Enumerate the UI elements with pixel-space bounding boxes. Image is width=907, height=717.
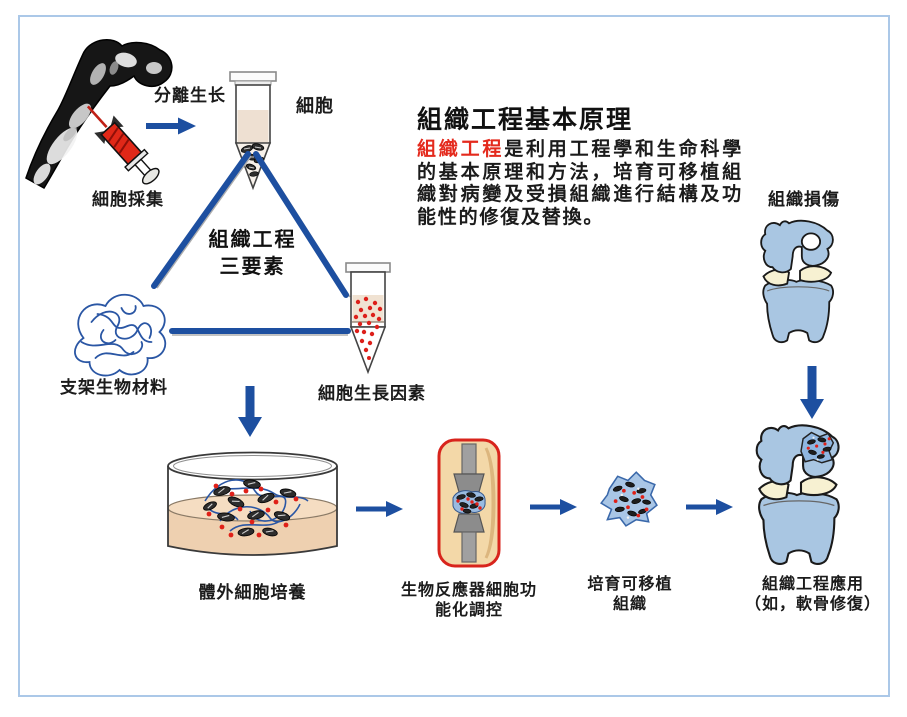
engineered-tissue-icon	[600, 471, 658, 527]
bioreactor-label-line2: 能化調控	[434, 600, 503, 619]
arrow-right-isolation-icon	[146, 117, 196, 135]
scaffold-icon	[74, 293, 167, 377]
triangle-title-line2: 三要素	[219, 254, 286, 278]
scaffold-label: 支架生物材料	[60, 378, 168, 398]
repaired-knee-icon	[755, 424, 840, 565]
engineered-tissue-label-line1: 培育可移植	[587, 574, 673, 593]
arrow-right-2-icon	[530, 499, 577, 515]
bioreactor-icon	[437, 438, 501, 568]
intro-rest: 是利用工程學和生命科學的基本原理和方法，培育可移植組織對病變及受損組織進行結構及…	[417, 138, 743, 228]
triangle-title: 組織工程 三要素	[190, 226, 315, 280]
bone-syringe-icon	[25, 39, 173, 190]
arrow-down-culture-icon	[238, 386, 262, 437]
tissue-damage-label: 組織損傷	[768, 190, 840, 210]
bioreactor-label-line1: 生物反應器細胞功	[400, 580, 537, 599]
application-label-line1: 組織工程應用	[761, 574, 864, 593]
petri-dish-icon	[167, 451, 338, 556]
bioreactor-label: 生物反應器細胞功 能化調控	[396, 580, 542, 620]
implanted-tissue-patch	[800, 431, 835, 464]
triangle-connector	[151, 151, 351, 336]
engineered-tissue-label: 培育可移植 組織	[580, 574, 680, 614]
arrow-down-repair-icon	[800, 366, 824, 419]
page-title: 組織工程基本原理	[417, 105, 634, 134]
application-label: 組織工程應用 （如，軟骨修復）	[738, 574, 888, 614]
growth-factors-label: 細胞生長因素	[318, 384, 426, 404]
culture-label: 體外細胞培養	[198, 583, 307, 603]
intro-highlight: 組織工程	[417, 138, 505, 160]
cells-label: 細胞	[296, 96, 334, 117]
damaged-knee-icon	[760, 219, 834, 344]
cell-harvest-label: 細胞採集	[92, 190, 164, 210]
application-label-line2: （如，軟骨修復）	[744, 594, 881, 613]
isolation-label: 分離生长	[154, 86, 226, 106]
intro-paragraph: 組織工程是利用工程學和生命科學的基本原理和方法，培育可移植組織對病變及受損組織進…	[417, 138, 743, 228]
syringe-icon	[86, 105, 160, 185]
arrow-right-3-icon	[686, 499, 733, 515]
growth-factor-tube-icon	[345, 262, 391, 375]
triangle-title-line1: 組織工程	[208, 227, 297, 251]
arrow-right-1-icon	[356, 501, 403, 517]
engineered-tissue-label-line2: 組織	[612, 594, 647, 613]
